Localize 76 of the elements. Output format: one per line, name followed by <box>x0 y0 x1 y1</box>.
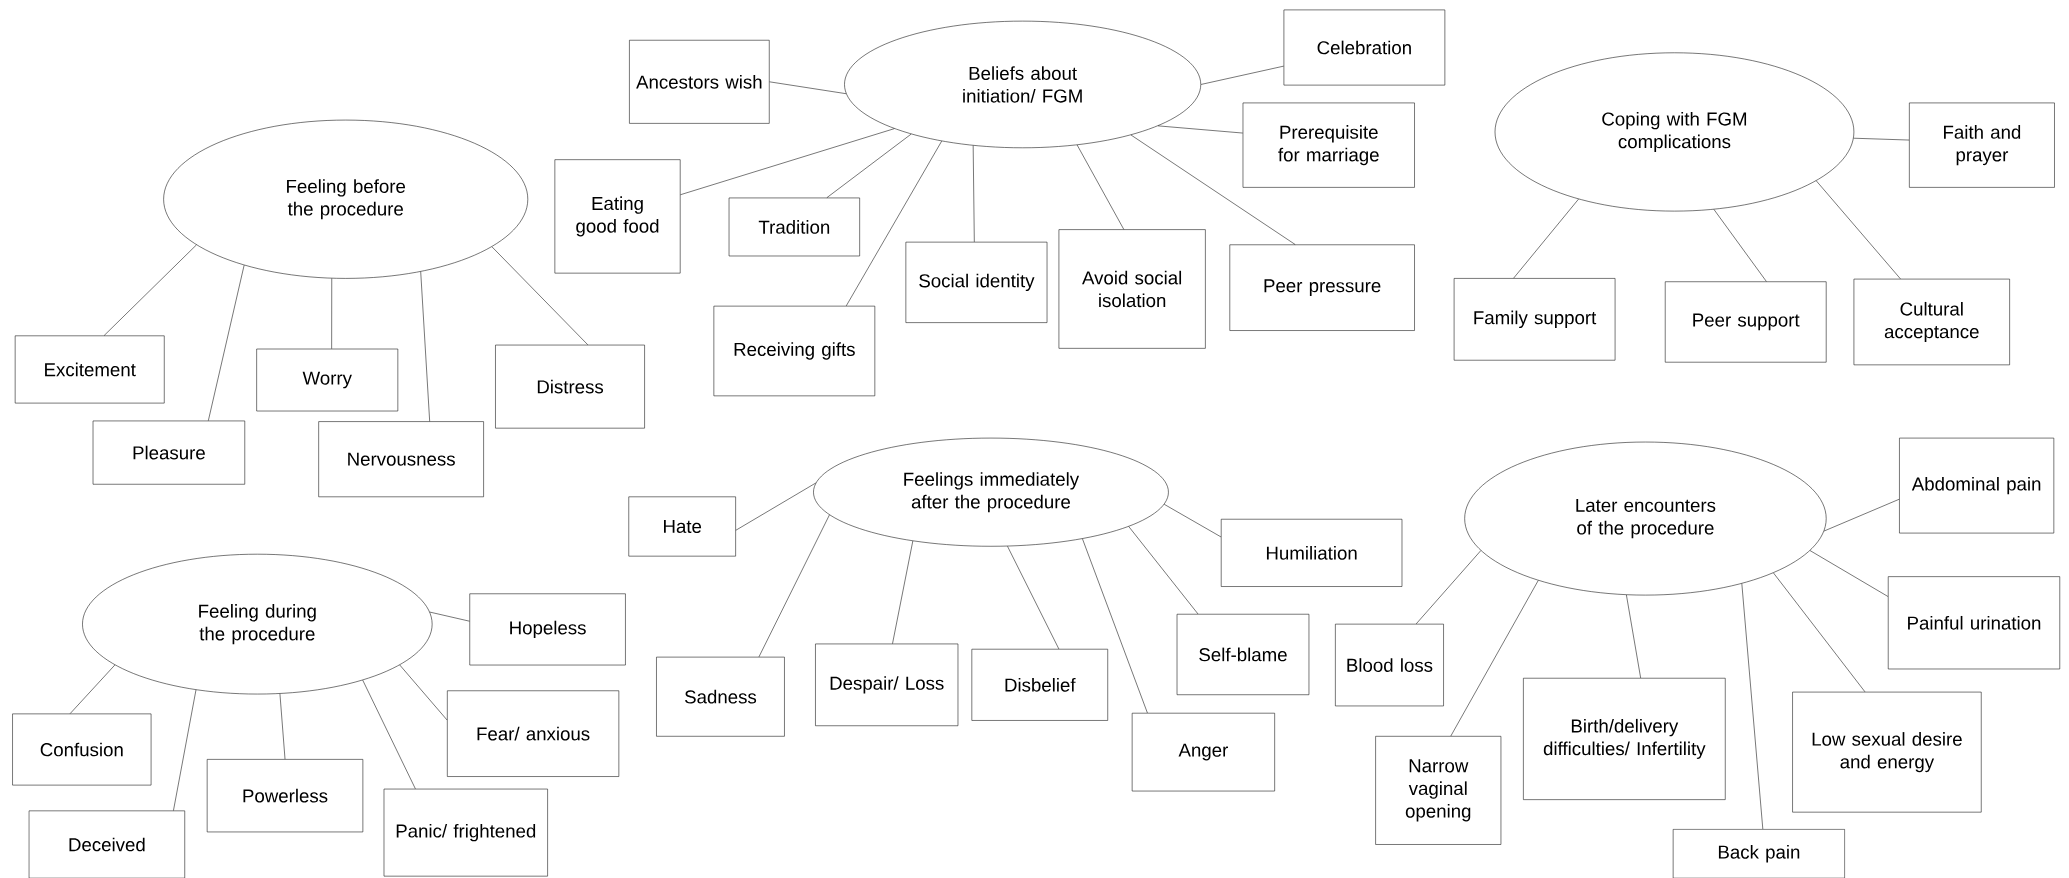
connector-line <box>1450 580 1539 737</box>
theme-box: Avoid social isolation <box>1058 229 1206 349</box>
theme-box: Despair/ Loss <box>815 643 959 726</box>
theme-box: Fear/ anxious <box>447 690 620 777</box>
connector-line <box>1415 550 1482 625</box>
theme-box: Narrow vaginal opening <box>1375 736 1502 845</box>
connector-line <box>1076 144 1125 230</box>
theme-box: Hopeless <box>469 593 626 666</box>
theme-box: Excitement <box>14 335 165 404</box>
theme-box: Pleasure <box>92 420 246 485</box>
theme-box: Prerequisite for marriage <box>1242 102 1415 188</box>
theme-box: Panic/ frightened <box>383 788 548 877</box>
connector-line <box>331 278 332 349</box>
theme-box: Peer pressure <box>1229 244 1415 331</box>
connector-line <box>1853 137 1910 141</box>
connector-line <box>1200 65 1284 85</box>
theme-box: Tradition <box>728 197 860 257</box>
theme-box: Ancestors wish <box>629 40 770 124</box>
theme-box: Painful urination <box>1887 576 2061 670</box>
theme-box: Celebration <box>1283 9 1446 86</box>
theme-box: Disbelief <box>971 648 1108 721</box>
connector-line <box>1773 572 1866 693</box>
theme-box: Blood loss <box>1335 623 1444 707</box>
connector-line <box>1128 526 1199 615</box>
theme-box: Social identity <box>905 241 1048 323</box>
theme-box: Self-blame <box>1176 613 1310 695</box>
theme-box: Abdominal pain <box>1899 437 2055 534</box>
connector-line <box>846 140 942 307</box>
connector-line <box>1157 125 1243 134</box>
theme-box: Hate <box>628 496 736 557</box>
theme-box: Family support <box>1453 278 1616 361</box>
connector-line <box>758 514 830 658</box>
connector-line <box>69 664 116 714</box>
connector-line <box>735 482 817 531</box>
connector-line <box>892 540 914 644</box>
connector-line <box>208 264 245 421</box>
connector-line <box>1713 209 1767 282</box>
connector-line <box>173 689 197 811</box>
theme-box: Faith and prayer <box>1909 102 2055 188</box>
theme-box: Cultural acceptance <box>1853 278 2010 366</box>
connector-line <box>1741 583 1764 830</box>
theme-box: Peer support <box>1664 281 1827 363</box>
theme-box: Anger <box>1131 712 1275 792</box>
theme-box: Nervousness <box>318 421 484 498</box>
theme-box: Receiving gifts <box>713 305 876 397</box>
connector-line <box>103 244 197 336</box>
theme-box: Worry <box>256 348 399 412</box>
connector-line <box>826 133 912 198</box>
theme-box: Birth/delivery difficulties/ Infertility <box>1523 677 1726 800</box>
connector-line <box>769 81 847 94</box>
connector-line <box>399 664 448 721</box>
connector-line <box>972 145 975 243</box>
theme-box: Eating good food <box>554 159 681 274</box>
connector-line <box>1513 198 1579 279</box>
theme-box: Low sexual desire and energy <box>1792 691 1982 813</box>
theme-box: Humiliation <box>1220 518 1403 587</box>
theme-box: Powerless <box>206 759 364 833</box>
connector-line <box>1130 134 1296 245</box>
connector-line <box>491 246 589 346</box>
connector-line <box>680 128 895 195</box>
theme-box: Back pain <box>1672 829 1845 878</box>
connector-line <box>1007 546 1060 650</box>
connector-line <box>1809 550 1889 597</box>
theme-box: Distress <box>495 344 645 429</box>
connector-line <box>1163 504 1222 538</box>
connector-line <box>1626 594 1641 679</box>
connector-line <box>362 679 416 790</box>
connector-line <box>420 271 430 422</box>
theme-box: Confusion <box>12 713 152 786</box>
connector-line <box>1823 498 1900 532</box>
connector-line <box>1082 538 1148 714</box>
theme-box: Sadness <box>656 656 785 737</box>
theme-box: Deceived <box>28 810 185 878</box>
connector-line <box>279 693 286 760</box>
connector-line <box>1815 180 1901 280</box>
connector-line <box>429 611 470 622</box>
